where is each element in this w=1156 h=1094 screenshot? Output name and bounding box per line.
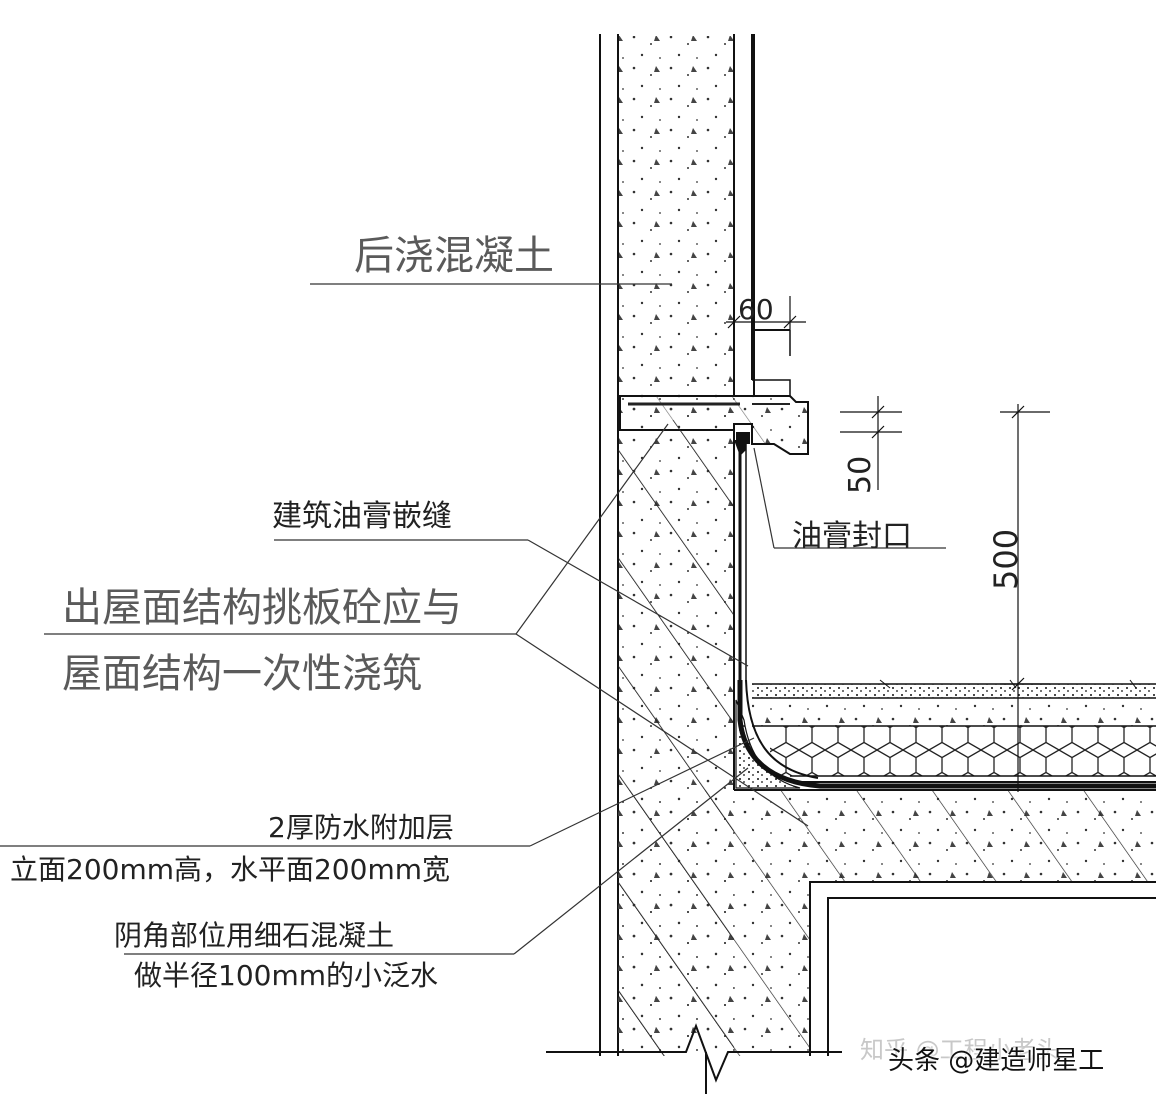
dimension-lines xyxy=(726,296,1050,792)
label-slab-note-line2: 屋面结构一次性浇筑 xyxy=(62,651,422,697)
watermark-zhihu: 知乎 @工程小老头 xyxy=(860,1036,1060,1064)
break-line xyxy=(546,1023,842,1094)
label-asphalt-seal: 油膏封口 xyxy=(792,519,912,554)
label-slab-note-line1: 出屋面结构挑板砼应与 xyxy=(62,585,462,631)
label-post-cast-concrete: 后浇混凝土 xyxy=(354,233,554,279)
post-cast-concrete-block xyxy=(733,34,791,397)
label-corner-line1: 阴角部位用细石混凝土 xyxy=(114,919,395,952)
dim-upturn-height: 500 xyxy=(987,528,1025,590)
dim-drip-height: 50 xyxy=(843,455,878,494)
label-corner-line2: 做半径100mm的小泛水 xyxy=(134,959,438,992)
roof-layers xyxy=(752,679,1156,783)
corner-fillet xyxy=(735,679,1156,789)
label-waterproof-line1: 2厚防水附加层 xyxy=(268,811,454,844)
dim-ledge-width: 60 xyxy=(738,293,774,326)
cantilever-slab xyxy=(619,395,809,455)
roof-slab xyxy=(618,789,1156,1056)
watermark-toutiao: 头条 @建造师星工 xyxy=(888,1046,1105,1076)
label-asphalt-joint-fill: 建筑油膏嵌缝 xyxy=(272,499,452,534)
label-waterproof-line2: 立面200mm高，水平面200mm宽 xyxy=(10,853,450,886)
leader-lines xyxy=(0,283,946,955)
